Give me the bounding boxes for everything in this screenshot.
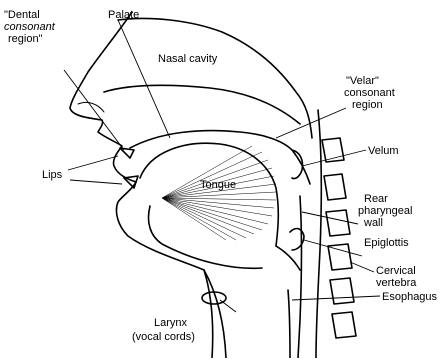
leader-larynx	[220, 300, 236, 312]
nasal-cavity-outline	[104, 85, 300, 124]
label-larynx-2: (vocal cords)	[132, 331, 195, 343]
vertebra	[326, 210, 350, 236]
label-dental-2: consonant	[4, 21, 56, 33]
leader-palate	[118, 20, 170, 138]
label-dental-3: region"	[8, 33, 43, 45]
leader-esophagus	[292, 296, 380, 300]
vertebra	[332, 312, 356, 338]
label-larynx-1: Larynx	[154, 317, 188, 329]
esophagus-tube	[288, 290, 290, 358]
leader-dental	[64, 70, 124, 150]
label-velar-1: "Velar"	[346, 75, 379, 87]
label-rear-1: Rear	[364, 193, 388, 205]
label-cervical-1: Cervical	[376, 265, 416, 277]
vertebra	[330, 278, 354, 304]
label-epiglottis: Epiglottis	[364, 237, 409, 249]
label-velum: Velum	[368, 145, 399, 157]
pharyngeal-wall-back	[316, 110, 321, 358]
leader-lips-upper	[68, 156, 118, 170]
lower-incisor	[124, 176, 138, 188]
leader-epiglottis	[304, 240, 362, 256]
leader-cervical	[350, 262, 374, 272]
leader-rear-wall	[302, 212, 358, 224]
pharyngeal-wall-front	[298, 196, 302, 358]
posterior-nasopharynx	[296, 92, 312, 138]
label-nasal-cavity: Nasal cavity	[158, 53, 218, 65]
tongue-outline	[140, 143, 278, 246]
cervical-vertebrae	[322, 138, 356, 338]
vertebra	[324, 174, 346, 200]
leader-velum	[302, 150, 366, 166]
label-rear-2: pharyngeal	[358, 205, 412, 217]
leader-lips-lower	[70, 180, 122, 184]
nostril-contour	[78, 102, 104, 112]
label-cervical-2: vertebra	[376, 277, 417, 289]
label-rear-3: wall	[363, 217, 383, 229]
label-lips: Lips	[42, 169, 63, 181]
label-velar-2: consonant	[344, 87, 395, 99]
label-palate: Palate	[108, 9, 139, 21]
upper-incisor	[120, 148, 134, 158]
label-velar-3: region	[352, 99, 383, 111]
label-dental-1: "Dental	[4, 9, 40, 21]
label-tongue: Tongue	[200, 179, 236, 191]
jaw-outline	[149, 206, 263, 268]
label-esophagus: Esophagus	[382, 291, 438, 303]
